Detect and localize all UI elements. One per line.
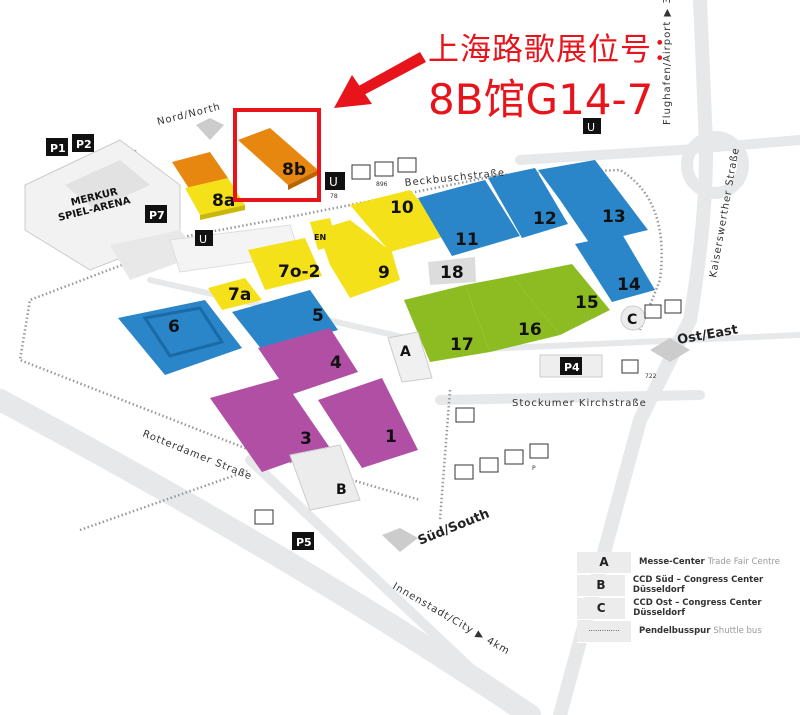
- parking-p2[interactable]: P2: [72, 134, 94, 152]
- hall-7[interactable]: 7o-2: [248, 238, 322, 290]
- hall-8b[interactable]: 8b: [238, 128, 318, 190]
- east-arrow-icon: [650, 338, 690, 362]
- hall-15[interactable]: 15: [512, 264, 610, 335]
- label-south: Süd/South: [416, 506, 492, 548]
- label-airport: Flughafen/Airport ▶ 3km: [662, 0, 673, 125]
- hall-17[interactable]: 17: [404, 285, 490, 362]
- hall-11[interactable]: 11: [418, 180, 520, 256]
- south-arrow-icon: [382, 528, 418, 552]
- svg-text:7a: 7a: [228, 285, 251, 305]
- hall-6[interactable]: 6: [118, 300, 242, 375]
- svg-text:P5: P5: [296, 536, 312, 549]
- parking-p5[interactable]: P5: [292, 532, 314, 550]
- svg-text:9: 9: [378, 263, 390, 283]
- svg-text:5: 5: [312, 306, 324, 326]
- hall-16[interactable]: 16: [465, 276, 560, 352]
- svg-text:18: 18: [440, 263, 464, 283]
- hall-10[interactable]: 10: [350, 190, 450, 252]
- bus-stop-east[interactable]: 722: [621, 299, 682, 380]
- svg-text:6: 6: [168, 317, 180, 337]
- svg-text:78: 78: [330, 193, 338, 200]
- parking-p4[interactable]: P4: [539, 354, 603, 378]
- hall-4[interactable]: 4: [258, 328, 358, 395]
- svg-text:8a: 8a: [212, 191, 235, 211]
- svg-text:4: 4: [330, 353, 342, 373]
- hall-14[interactable]: 14: [575, 234, 655, 302]
- svg-text:P1: P1: [50, 142, 66, 155]
- svg-text:3: 3: [300, 429, 312, 449]
- svg-text:U: U: [199, 233, 207, 246]
- bus-stop-south[interactable]: P: [254, 407, 549, 525]
- bus-stop-north[interactable]: 896: [351, 157, 417, 188]
- svg-text:13: 13: [602, 207, 626, 227]
- merkur-spiel-arena[interactable]: MERKUR SPIEL-ARENA: [24, 139, 181, 271]
- svg-text:722: 722: [645, 373, 657, 380]
- svg-text:U: U: [329, 175, 338, 189]
- parking-p1[interactable]: P1: [46, 138, 68, 156]
- svg-text:A: A: [400, 344, 411, 360]
- svg-text:P4: P4: [564, 361, 580, 374]
- svg-text:B: B: [336, 482, 347, 498]
- hall-3[interactable]: 3: [210, 378, 330, 472]
- messe-center-a[interactable]: A: [387, 331, 433, 383]
- svg-text:896: 896: [376, 181, 388, 188]
- hall-1[interactable]: 1: [318, 378, 418, 468]
- hall-9[interactable]: 9: [318, 220, 400, 298]
- svg-text:15: 15: [575, 293, 599, 313]
- svg-text:14: 14: [617, 275, 641, 295]
- shuttle-bus-route: [18, 150, 663, 532]
- svg-text:8b: 8b: [282, 160, 306, 180]
- svg-text:P: P: [532, 465, 536, 472]
- svg-text:U: U: [587, 121, 595, 134]
- north-arrow-icon: [196, 118, 224, 140]
- svg-text:17: 17: [450, 335, 474, 355]
- booth-title: 上海路歌展位号：: [428, 32, 684, 68]
- ccd-ost-c[interactable]: C: [620, 305, 646, 331]
- ccd-sud-b[interactable]: B: [289, 444, 361, 511]
- booth-number: 8B馆G14-7: [428, 75, 654, 124]
- svg-text:12: 12: [533, 209, 557, 229]
- svg-text:11: 11: [455, 230, 479, 250]
- subway-stop-arena[interactable]: U: [195, 230, 213, 246]
- label-stockumer: Stockumer Kirchstraße: [512, 398, 647, 409]
- parking-p7[interactable]: P7: [145, 205, 167, 223]
- svg-text:1: 1: [385, 427, 397, 447]
- hall-12[interactable]: 12: [488, 168, 568, 238]
- svg-text:C: C: [627, 312, 637, 328]
- hall-13[interactable]: 13: [538, 160, 648, 244]
- label-beckbuschstrasse: Beckbuschstraße: [404, 168, 505, 189]
- red-arrow-icon: [334, 52, 426, 108]
- svg-text:EN: EN: [314, 233, 326, 242]
- hall-18[interactable]: 18: [428, 257, 476, 285]
- svg-text:10: 10: [390, 198, 414, 218]
- highlight-box: [233, 108, 321, 202]
- subway-stop-east[interactable]: U: [583, 118, 601, 134]
- svg-text:P2: P2: [76, 138, 92, 151]
- svg-text:P7: P7: [149, 209, 165, 222]
- label-kaiserswerther: Kaiserswerther Straße: [708, 147, 742, 279]
- subway-stop-north[interactable]: U 78: [325, 172, 345, 200]
- svg-text:7o-2: 7o-2: [278, 262, 320, 282]
- hall-en[interactable]: EN: [310, 218, 337, 250]
- svg-text:16: 16: [518, 320, 542, 340]
- hall-8a[interactable]: 8a: [172, 152, 245, 220]
- hall-7a[interactable]: 7a: [208, 278, 262, 310]
